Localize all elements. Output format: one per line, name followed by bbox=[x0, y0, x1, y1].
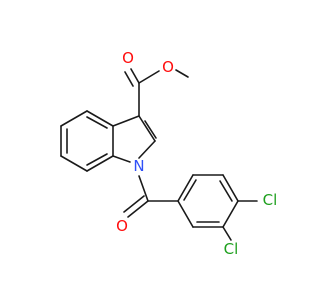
bond-c-amide-o-double bbox=[123, 195, 145, 213]
bond-c1p-c2p bbox=[177, 174, 194, 202]
atom-o-carbonyl-ester: O bbox=[122, 49, 134, 67]
atom-labels: O O N O Cl Cl bbox=[116, 49, 277, 258]
atom-o-ether-ester: O bbox=[162, 58, 174, 76]
bond-c3a-c4-double bbox=[86, 116, 108, 129]
bond-c-ester-o-carbonyl-double bbox=[124, 71, 134, 87]
bond-c3p-c4p bbox=[222, 174, 239, 202]
bond-c2-n1 bbox=[138, 140, 156, 159]
bond-c3a-c4 bbox=[86, 110, 114, 127]
bond-c3-c2 bbox=[138, 115, 156, 142]
bond-c6-c7 bbox=[60, 155, 88, 172]
bond-n1-c7a bbox=[112, 155, 131, 163]
bond-c-ester-o-ether bbox=[138, 70, 160, 84]
bond-c4-c5 bbox=[60, 110, 88, 127]
bond-o-ether-methyl bbox=[175, 69, 189, 78]
bond-c3p-c4p-double bbox=[219, 180, 233, 202]
bond-c5p-cl bbox=[222, 226, 232, 241]
atom-cl-para: Cl bbox=[263, 191, 278, 209]
structure-canvas: O O N O Cl Cl bbox=[60, 49, 278, 258]
bond-c-ester-o-carbonyl bbox=[130, 68, 140, 84]
bond-c1p-c2p-double bbox=[183, 179, 197, 201]
atom-o-carbonyl-amide: O bbox=[116, 217, 128, 235]
bond-c6p-c1p bbox=[177, 200, 194, 228]
bonds bbox=[60, 68, 258, 241]
bond-c4p-c5p bbox=[222, 200, 239, 228]
bond-c-amide-o bbox=[127, 200, 149, 218]
bond-c3-c2-double bbox=[144, 120, 157, 139]
bond-c7-c7a bbox=[86, 155, 114, 172]
bond-c7-c7a-double bbox=[86, 153, 108, 166]
molecule-diagram: O O N O Cl Cl bbox=[60, 49, 277, 258]
bond-n1-c-amide bbox=[138, 175, 149, 202]
bond-c3a-c3 bbox=[112, 115, 140, 127]
atom-n-indole: N bbox=[133, 157, 144, 175]
atom-cl-meta: Cl bbox=[224, 240, 239, 258]
